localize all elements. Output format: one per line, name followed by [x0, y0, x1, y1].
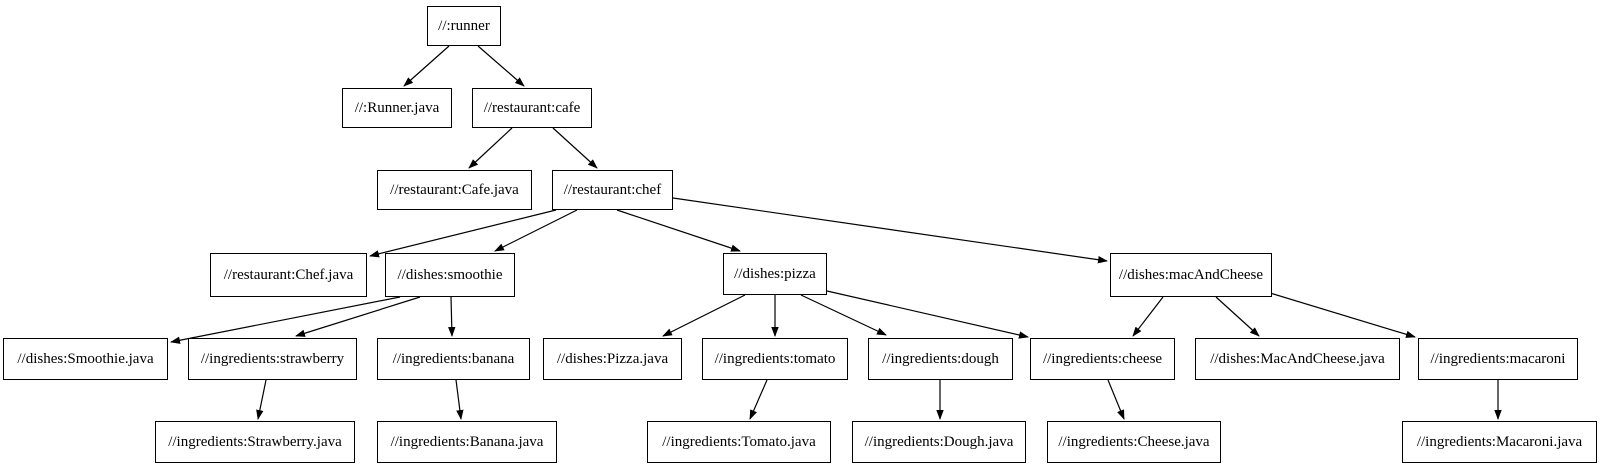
graph-node-label: //dishes:MacAndCheese.java [1210, 350, 1385, 367]
graph-node-label: //ingredients:Dough.java [864, 433, 1014, 450]
edge-group [170, 45, 1502, 420]
graph-node-label: //:runner [438, 17, 490, 34]
graph-node-label: //restaurant:cafe [483, 99, 581, 116]
graph-node-label: //dishes:macAndCheese [1118, 266, 1264, 283]
graph-node-label: //ingredients:Cheese.java [1058, 433, 1210, 450]
graph-node-pizza-java: //dishes:Pizza.java [543, 338, 682, 380]
edge-tomato-to-tomato-java [749, 379, 768, 420]
graph-node-cafe-java: //restaurant:Cafe.java [377, 170, 532, 210]
graph-node-label: //dishes:smoothie [397, 266, 503, 283]
graph-node-banana: //ingredients:banana [377, 338, 530, 380]
graph-node-cafe: //restaurant:cafe [472, 88, 592, 128]
edge-pizza-to-cheese [826, 290, 1029, 339]
edge-chef-to-chef-java [369, 209, 557, 258]
graph-node-label: //ingredients:tomato [714, 350, 836, 367]
graph-node-label: //:Runner.java [354, 99, 440, 116]
graph-node-label: //ingredients:Tomato.java [662, 433, 816, 450]
edge-pizza-to-dough [800, 294, 887, 336]
graph-node-label: //dishes:Pizza.java [556, 350, 669, 367]
graph-node-label: //restaurant:Cafe.java [390, 181, 519, 198]
graph-node-label: //ingredients:banana [392, 350, 515, 367]
graph-node-smoothie: //dishes:smoothie [385, 253, 515, 297]
graph-node-label: //dishes:pizza [734, 265, 816, 282]
graph-node-label: //ingredients:strawberry [200, 350, 345, 367]
graph-node-tomato: //ingredients:tomato [702, 338, 848, 380]
graph-node-strawberry: //ingredients:strawberry [188, 338, 357, 380]
edge-smoothie-to-smoothie-java [170, 296, 401, 344]
graph-node-macaroni-java: //ingredients:Macaroni.java [1402, 421, 1597, 463]
edge-runner-to-runner-java [403, 45, 450, 87]
edge-chef-to-macandcheese [672, 197, 1108, 264]
graph-node-chef-java: //restaurant:Chef.java [210, 253, 367, 297]
edge-smoothie-to-strawberry [295, 296, 421, 337]
graph-node-label: //ingredients:Macaroni.java [1416, 433, 1583, 450]
graph-node-dough: //ingredients:dough [868, 338, 1013, 380]
edge-macandcheese-to-cheese [1132, 296, 1164, 337]
graph-node-smoothie-java: //dishes:Smoothie.java [3, 338, 168, 380]
graph-node-macandcheese: //dishes:macAndCheese [1110, 253, 1272, 297]
graph-node-macaroni: //ingredients:macaroni [1418, 338, 1578, 380]
edge-banana-to-banana-java [455, 379, 464, 420]
graph-node-strawberry-java: //ingredients:Strawberry.java [155, 421, 355, 463]
graph-node-label: //restaurant:Chef.java [223, 266, 354, 283]
graph-node-pizza: //dishes:pizza [723, 253, 827, 295]
edge-cafe-to-cafe-java [468, 127, 513, 169]
edge-chef-to-smoothie [494, 209, 578, 252]
edge-macandcheese-to-macandcheese-java [1215, 296, 1260, 337]
graph-node-runner-java: //:Runner.java [342, 88, 452, 128]
edge-smoothie-to-banana [448, 296, 456, 337]
edge-cafe-to-chef [552, 127, 598, 169]
graph-node-label: //ingredients:dough [882, 350, 999, 367]
graph-node-macandcheese-java: //dishes:MacAndCheese.java [1195, 338, 1400, 380]
graph-node-cheese-java: //ingredients:Cheese.java [1047, 421, 1221, 463]
graph-node-label: //restaurant:chef [563, 181, 662, 198]
graph-node-dough-java: //ingredients:Dough.java [852, 421, 1026, 463]
graph-node-cheese: //ingredients:cheese [1030, 338, 1175, 380]
edge-runner-to-cafe [477, 45, 525, 87]
graph-node-label: //ingredients:cheese [1042, 350, 1163, 367]
graph-node-label: //dishes:Smoothie.java [17, 350, 154, 367]
graph-node-label: //ingredients:Strawberry.java [168, 433, 342, 450]
edge-macandcheese-to-macaroni [1269, 292, 1416, 338]
graph-node-tomato-java: //ingredients:Tomato.java [647, 421, 831, 463]
graph-node-chef: //restaurant:chef [552, 170, 673, 210]
graph-node-banana-java: //ingredients:Banana.java [377, 421, 557, 463]
graph-node-label: //ingredients:Banana.java [390, 433, 544, 450]
graph-node-label: //ingredients:macaroni [1430, 350, 1566, 367]
graph-node-runner: //:runner [427, 6, 501, 46]
edge-strawberry-to-strawberry-java [256, 379, 267, 420]
edge-chef-to-pizza [616, 209, 741, 252]
edge-pizza-to-pizza-java [662, 294, 746, 337]
edge-cheese-to-cheese-java [1107, 379, 1125, 420]
